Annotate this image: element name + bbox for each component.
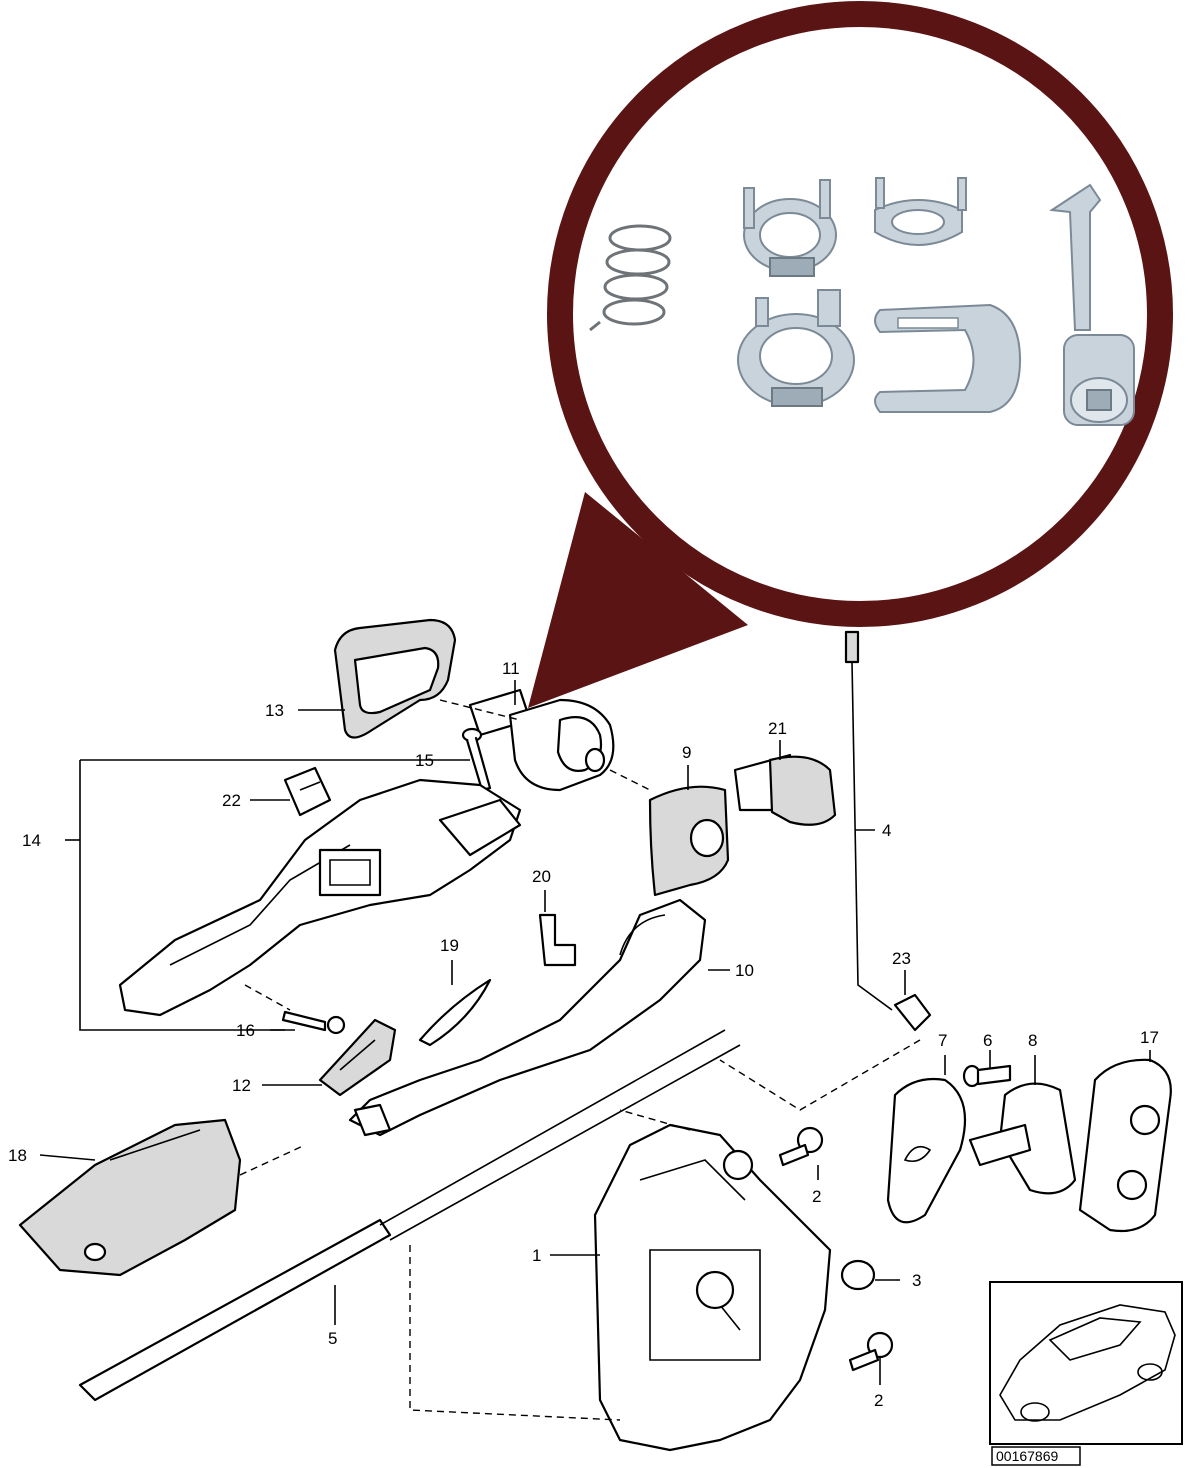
- part-11-lock-cylinder: [468, 688, 615, 792]
- part-8-striker: [968, 1082, 1077, 1195]
- part-21-cap: [733, 753, 837, 826]
- callout-21: 21: [768, 719, 787, 738]
- part-15-screw: [461, 727, 492, 792]
- lock-ring-lower-part: [737, 289, 855, 407]
- lock-kit-photo: [589, 177, 1135, 426]
- spring-part: [589, 224, 672, 332]
- callout-19: 19: [440, 936, 459, 955]
- reference-car-thumbnail: 00167869: [989, 1281, 1183, 1466]
- reference-code: 00167869: [996, 1448, 1059, 1464]
- callout-11: 11: [502, 659, 520, 678]
- callout-20: 20: [532, 867, 551, 886]
- callout-14: 14: [22, 831, 41, 850]
- callout-8: 8: [1028, 1031, 1037, 1050]
- bracket-14: [65, 759, 470, 1031]
- part-23-clip: [893, 993, 932, 1032]
- lock-ring-small-part: [874, 177, 967, 246]
- callout-1: 1: [532, 1246, 541, 1265]
- callout-18: 18: [8, 1146, 27, 1165]
- callout-labels: 1 2 2 3 4 5 6 7 8 9 10 11 12 13 14 15 16…: [8, 659, 1159, 1410]
- part-12-seal: [318, 1018, 397, 1097]
- part-22-clip: [283, 766, 332, 817]
- part-3-grommet: [840, 1259, 876, 1291]
- part-14-handle-carrier: [118, 778, 522, 1017]
- callout-4: 4: [882, 821, 891, 840]
- callout-22: 22: [222, 791, 241, 810]
- callout-3: 3: [912, 1271, 921, 1290]
- part-16-screw: [281, 1010, 346, 1035]
- part-2-screw-lower: [848, 1331, 894, 1372]
- callout-13: 13: [265, 701, 284, 720]
- callout-17: 17: [1140, 1028, 1159, 1047]
- part-19-seal: [418, 978, 492, 1047]
- part-4-rod: [844, 630, 893, 1011]
- zoom-inset-circle: [547, 1, 1173, 627]
- part-17-cover: [1078, 1058, 1172, 1233]
- lock-plate-part: [874, 303, 1022, 413]
- callout-7: 7: [938, 1031, 947, 1050]
- callout-16: 16: [236, 1021, 255, 1040]
- part-20-bracket: [538, 913, 577, 967]
- callout-6: 6: [983, 1031, 992, 1050]
- part-1-lock-mechanism: [593, 1123, 832, 1452]
- callout-2-upper: 2: [812, 1187, 821, 1206]
- callout-2-lower: 2: [874, 1391, 883, 1410]
- part-13-cover-plate: [333, 618, 457, 739]
- part-7-plate: [886, 1077, 967, 1224]
- car-outline-icon: [999, 1304, 1176, 1422]
- callout-12: 12: [232, 1076, 251, 1095]
- callout-5: 5: [328, 1329, 337, 1348]
- lock-ring-upper-part: [743, 179, 837, 277]
- part-18-inner-handle: [18, 1118, 242, 1277]
- part-10-outer-handle: [348, 898, 707, 1137]
- part-6-screw: [962, 1064, 1012, 1088]
- callout-leaders: [39, 680, 1151, 1385]
- callout-9: 9: [682, 743, 691, 762]
- callout-23: 23: [892, 949, 911, 968]
- zoom-pointer-triangle: [528, 492, 748, 708]
- lock-cylinder-shaft-part: [1049, 183, 1135, 426]
- part-5-cable: [78, 1029, 741, 1402]
- callout-10: 10: [735, 961, 754, 980]
- part-9-cap: [648, 785, 730, 897]
- callout-15: 15: [415, 751, 434, 770]
- part-2-screw-upper: [778, 1126, 824, 1167]
- assembly-guides: [239, 699, 921, 1421]
